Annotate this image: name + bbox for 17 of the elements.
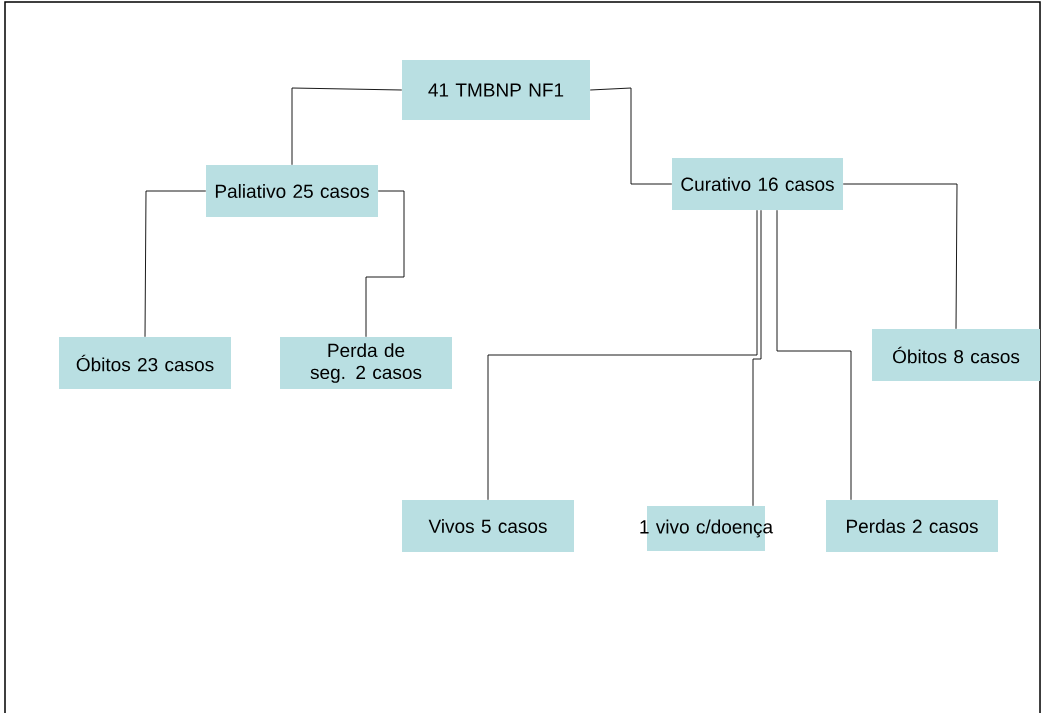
- connector-line: [365, 190, 405, 338]
- process-box: Óbitos 23 casos: [59, 337, 231, 389]
- connector-line: [842, 183, 958, 330]
- process-box: Perda de seg. 2 casos: [280, 337, 452, 389]
- process-box: Curativo 16 casos: [672, 158, 843, 210]
- connector-line: [487, 209, 758, 501]
- process-box: Paliativo 25 casos: [206, 165, 378, 217]
- connector-line: [776, 209, 852, 501]
- process-box: 41 TMBNP NF1: [402, 60, 590, 120]
- connector-line: [144, 190, 207, 338]
- connector-line: [291, 87, 403, 166]
- process-box: Perdas 2 casos: [826, 500, 998, 552]
- label-box: 1 vivo c/doença: [640, 506, 774, 551]
- process-box: Óbitos 8 casos: [872, 329, 1040, 381]
- connector-line: [752, 209, 762, 507]
- process-box: Vivos 5 casos: [402, 500, 574, 552]
- connector-line: [589, 87, 673, 185]
